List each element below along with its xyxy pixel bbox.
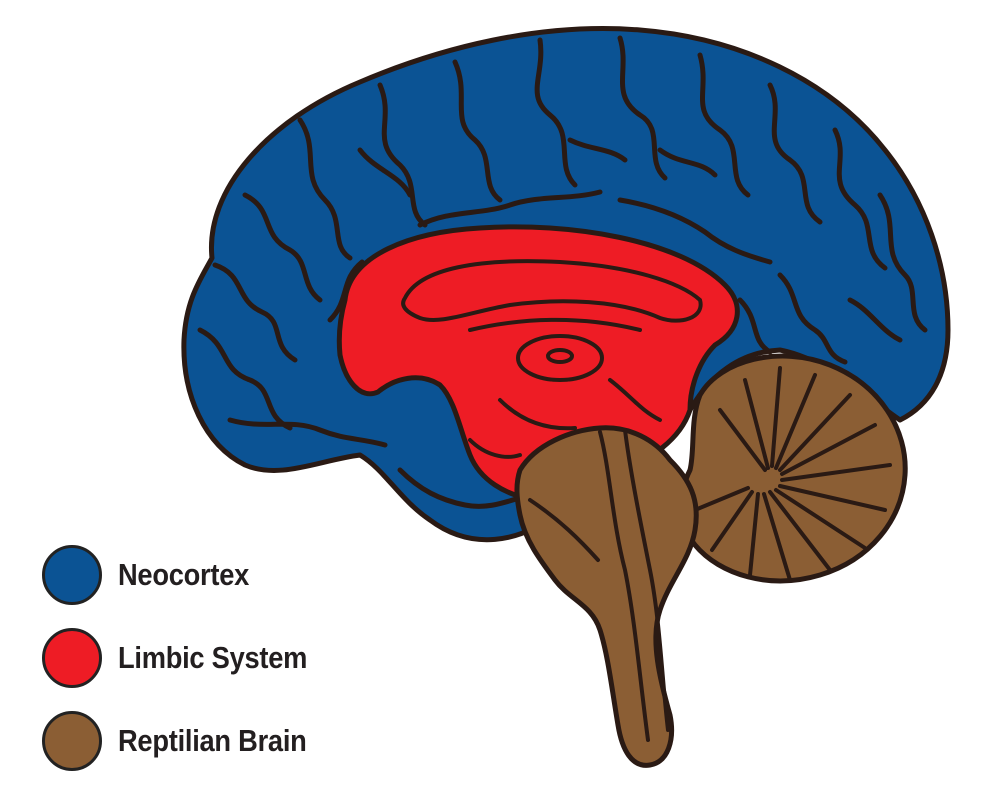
legend-item-reptilian-brain: Reptilian Brain (42, 710, 402, 772)
legend-label: Neocortex (118, 557, 250, 592)
legend-label: Limbic System (118, 640, 308, 675)
brainstem-details (528, 428, 670, 742)
neocortex-swatch (42, 545, 102, 605)
reptilian-brain-swatch (42, 711, 102, 771)
limbic-details (401, 259, 703, 459)
reptilian-region (514, 353, 908, 768)
legend-item-neocortex: Neocortex (42, 544, 402, 606)
limbic-system-swatch (42, 628, 102, 688)
brainstem-shape (514, 425, 699, 768)
legend-item-limbic-system: Limbic System (42, 627, 402, 689)
neocortex-folds (197, 35, 928, 509)
legend: Neocortex Limbic System Reptilian Brain (42, 544, 402, 793)
cerebellum-folds (693, 366, 892, 582)
legend-label: Reptilian Brain (118, 723, 307, 758)
